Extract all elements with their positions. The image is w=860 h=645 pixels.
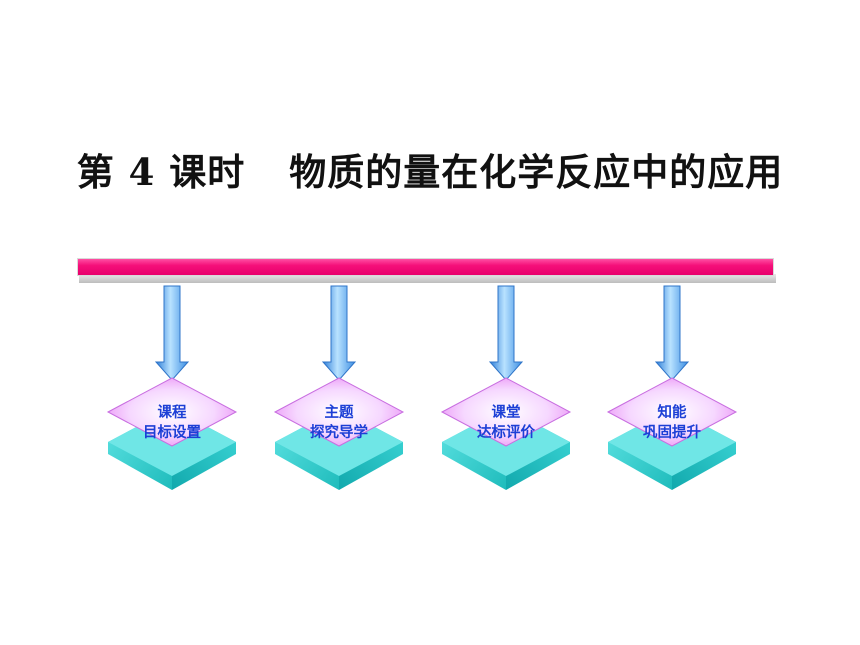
node-label-line2: 巩固提升 bbox=[643, 425, 701, 441]
timeline-bar bbox=[77, 258, 776, 284]
node-label-line1: 课程 bbox=[157, 405, 187, 421]
node-label-line2: 达标评价 bbox=[477, 425, 535, 441]
down-arrow-icon bbox=[321, 285, 357, 381]
down-arrow-icon bbox=[488, 285, 524, 381]
timeline-bar-fill bbox=[77, 258, 774, 276]
title-topic: 物质的量在化学反应中的应用 bbox=[289, 150, 784, 194]
down-arrow-icon bbox=[154, 285, 190, 381]
diamond-top bbox=[106, 377, 238, 447]
node-graphic bbox=[606, 285, 738, 490]
down-arrow-icon bbox=[654, 285, 690, 381]
title-lesson: 第 4 课时 bbox=[76, 150, 246, 194]
node-label-line1: 知能 bbox=[657, 405, 687, 421]
diamond-top bbox=[440, 377, 572, 447]
nav-node-inquiry-guide[interactable]: 主题 探究导学 bbox=[271, 284, 407, 494]
nav-node-course-goals[interactable]: 课程 目标设置 bbox=[104, 284, 240, 494]
page-title: 第 4 课时物质的量在化学反应中的应用 bbox=[0, 142, 860, 196]
node-label-line2: 目标设置 bbox=[143, 425, 201, 441]
node-graphic bbox=[440, 285, 572, 490]
diamond-top bbox=[606, 377, 738, 447]
node-graphic bbox=[273, 285, 405, 490]
node-label-line1: 主题 bbox=[324, 405, 354, 421]
diamond-top bbox=[273, 377, 405, 447]
nav-node-consolidation[interactable]: 知能 巩固提升 bbox=[604, 284, 740, 494]
node-label-line2: 探究导学 bbox=[310, 425, 368, 441]
node-graphic bbox=[106, 285, 238, 490]
nav-node-class-evaluation[interactable]: 课堂 达标评价 bbox=[438, 284, 574, 494]
node-label-line1: 课堂 bbox=[491, 405, 521, 421]
timeline-bar-shadow bbox=[79, 274, 776, 283]
